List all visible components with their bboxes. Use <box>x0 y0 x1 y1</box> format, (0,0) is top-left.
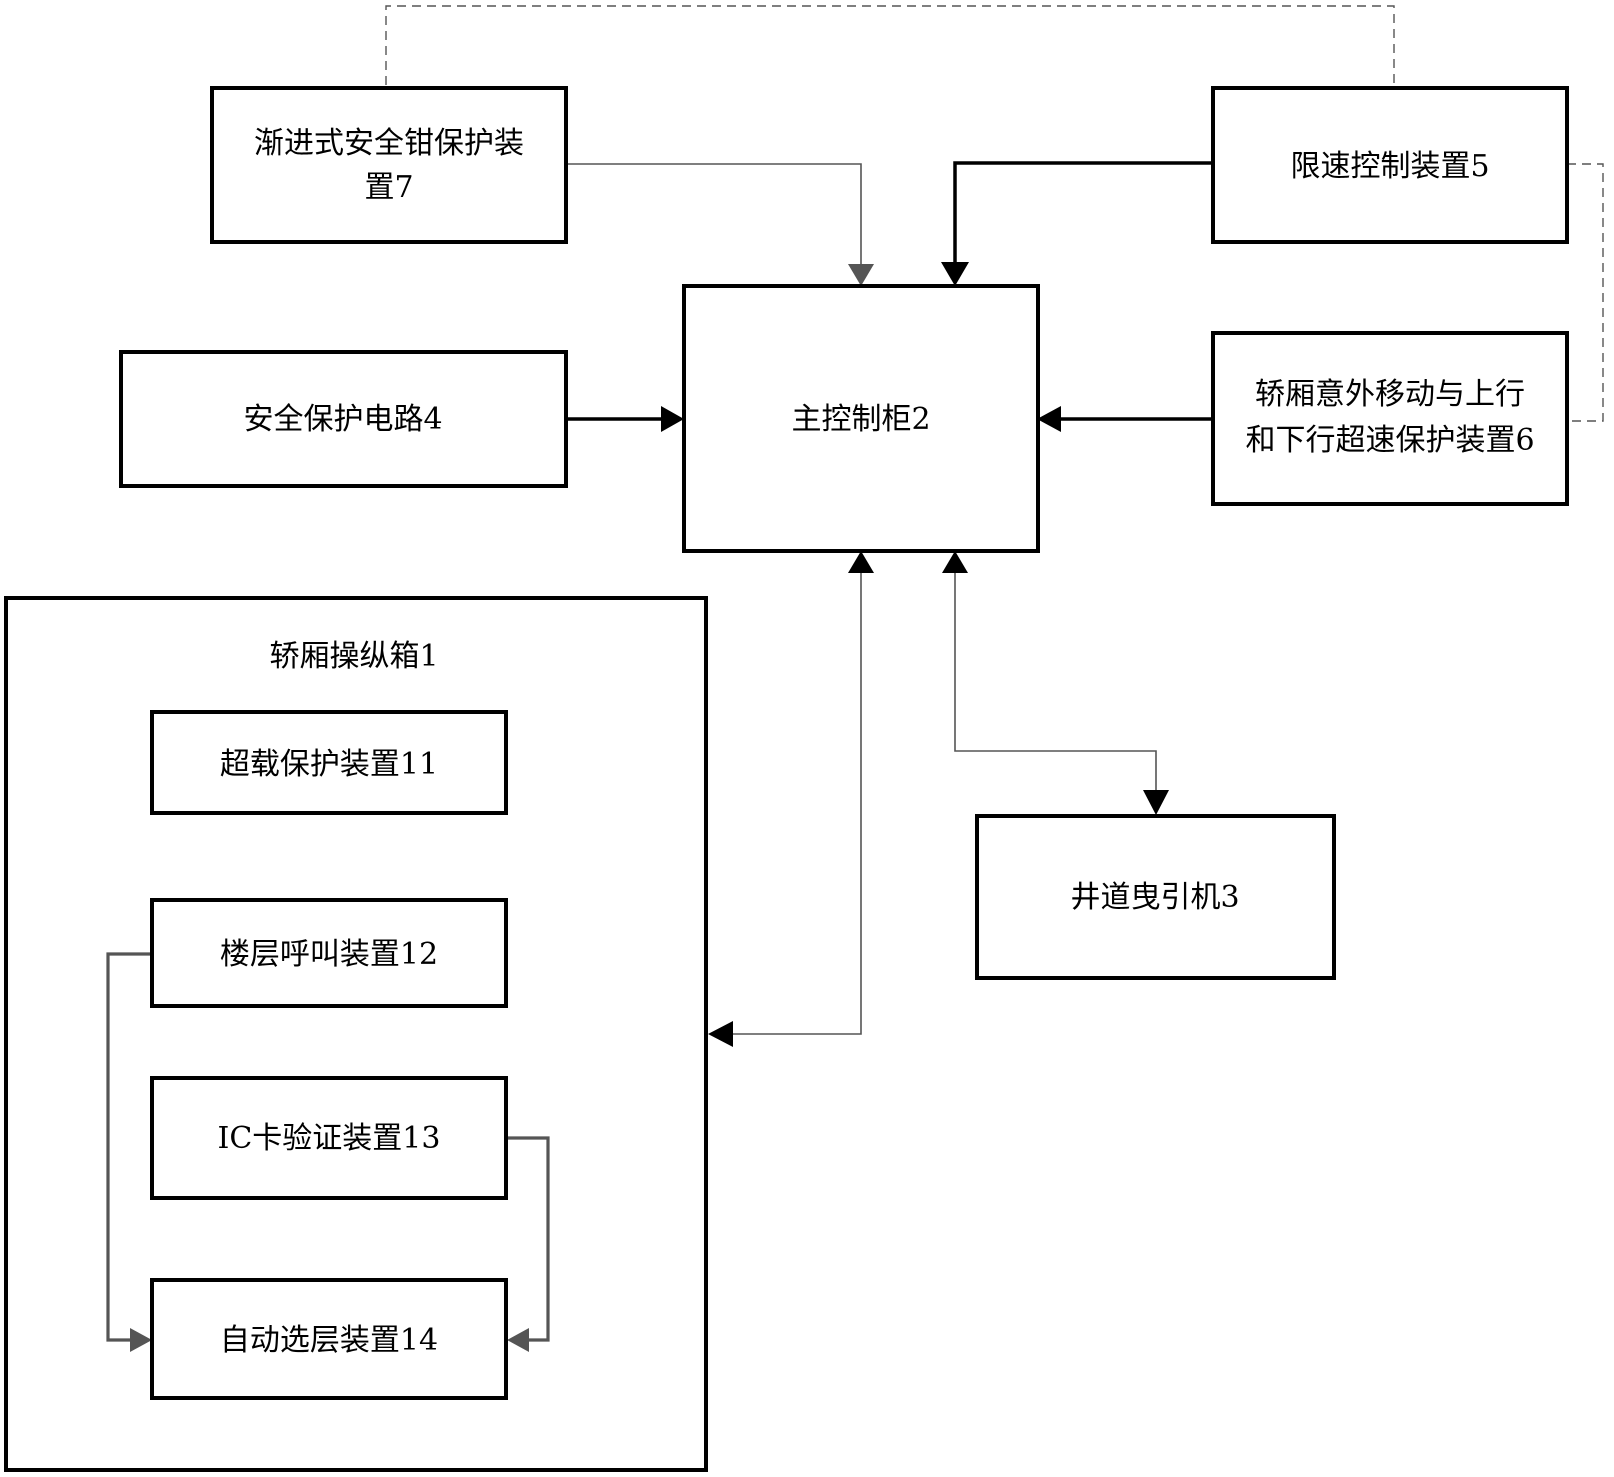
auto-floor-selection-label: 自动选层装置14 <box>220 1323 438 1358</box>
ic-card-verification-label: IC卡验证装置13 <box>218 1121 441 1156</box>
car-control-box-label: 轿厢操纵箱1 <box>269 639 438 674</box>
car-control-box-container <box>4 596 708 1472</box>
arrowhead-gear-to-cabinet <box>848 264 874 286</box>
main-control-cabinet-label: 主控制柜2 <box>791 402 930 437</box>
connector-iccard-to-autoselect <box>506 1136 550 1342</box>
connector-gear-to-cabinet <box>566 163 862 266</box>
progressive-safety-gear-label-2: 置7 <box>364 170 413 205</box>
connector-cabinet-traction <box>954 570 1157 793</box>
safety-protection-circuit-box <box>119 350 568 488</box>
overload-protection-box <box>150 710 508 815</box>
speed-limit-control-box <box>1211 86 1569 244</box>
overspeed-protection-label-2: 和下行超速保护装置6 <box>1245 423 1534 458</box>
floor-call-box <box>150 898 508 1008</box>
arrowhead-cabinet-to-carbox <box>708 1021 733 1047</box>
ic-card-verification-box <box>150 1076 508 1200</box>
auto-floor-selection-box <box>150 1278 508 1400</box>
dashed-link-limiter-overspeed <box>1567 163 1604 422</box>
shaft-traction-machine-label: 井道曳引机3 <box>1070 880 1239 915</box>
main-control-cabinet-box <box>682 284 1040 553</box>
arrowhead-traction-to-cabinet <box>942 551 968 573</box>
dashed-link-gear-limiter <box>385 5 1395 87</box>
floor-call-label: 楼层呼叫装置12 <box>220 937 438 972</box>
arrowhead-overspeed-to-cabinet <box>1037 406 1061 432</box>
shaft-traction-machine-box <box>975 814 1336 980</box>
connector-limiter-to-cabinet <box>953 161 1213 266</box>
safety-protection-circuit-label: 安全保护电路4 <box>243 402 442 437</box>
progressive-safety-gear-box <box>210 86 568 244</box>
arrowhead-cabinet-to-traction <box>1143 790 1169 815</box>
arrowhead-limiter-to-cabinet <box>941 262 969 286</box>
progressive-safety-gear-label-1: 渐进式安全钳保护装 <box>254 126 524 161</box>
arrowhead-iccard-to-autoselect <box>507 1328 529 1352</box>
arrowhead-circuit-to-cabinet <box>661 406 684 432</box>
overload-protection-label: 超载保护装置11 <box>220 747 438 782</box>
overspeed-protection-label-1: 轿厢意外移动与上行 <box>1255 377 1525 412</box>
connector-floorcall-to-autoselect <box>106 952 152 1342</box>
arrowhead-floorcall-to-autoselect <box>130 1328 152 1352</box>
overspeed-protection-box <box>1211 331 1569 506</box>
speed-limit-control-label: 限速控制装置5 <box>1290 149 1489 184</box>
connector-cabinet-carbox <box>730 570 862 1035</box>
arrowhead-carbox-to-cabinet <box>848 551 874 573</box>
